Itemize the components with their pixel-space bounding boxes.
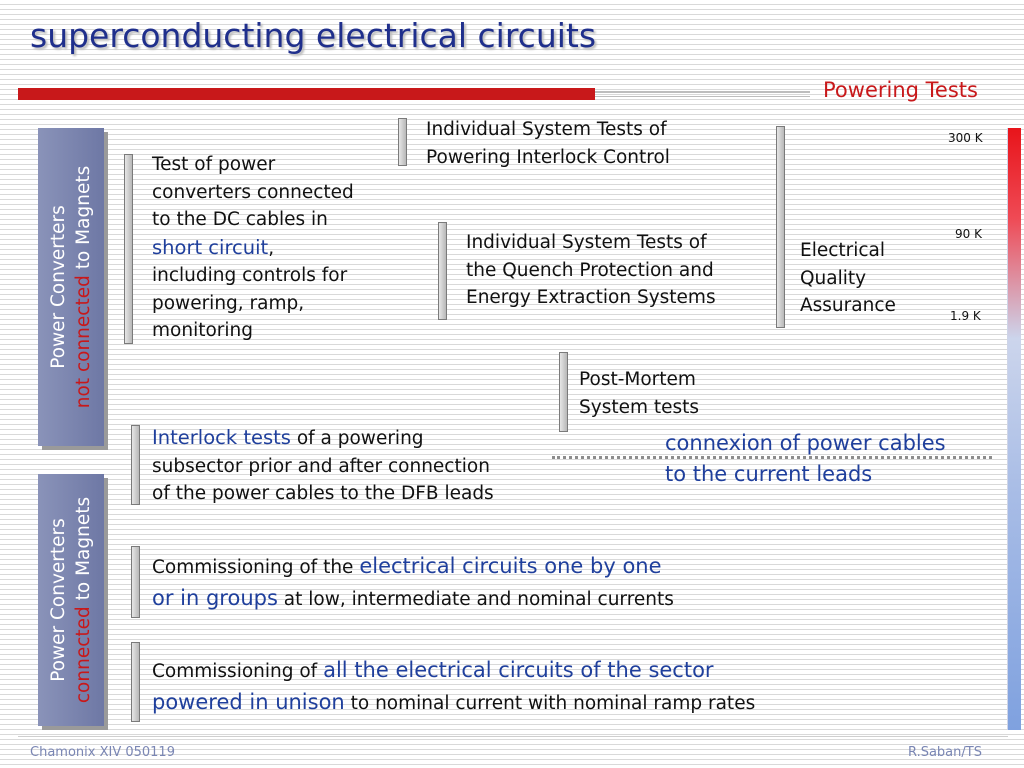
panel-connected: Power Converters connected to Magnets bbox=[38, 474, 104, 726]
text-line: Energy Extraction Systems bbox=[466, 287, 716, 308]
panel-label-rest: to Magnets bbox=[73, 165, 94, 276]
text-line: Powering Interlock Control bbox=[426, 146, 670, 168]
text-line: to the DC cables in bbox=[152, 209, 328, 230]
text-line: converters connected bbox=[152, 181, 354, 203]
bracket-interlock bbox=[131, 425, 140, 505]
bracket-unison bbox=[131, 642, 140, 722]
text-line: monitoring bbox=[152, 320, 253, 341]
eqa-text: Electrical Quality Assurance bbox=[800, 237, 896, 320]
qps-tests-text: Individual System Tests of the Quench Pr… bbox=[466, 229, 716, 312]
text-line: connexion of power cables bbox=[665, 431, 946, 455]
title-underline-bar bbox=[18, 88, 595, 100]
one-by-one-text: Commissioning of the electrical circuits… bbox=[152, 551, 674, 615]
panel-label-highlight: connected bbox=[73, 606, 94, 704]
highlight-text: Interlock tests bbox=[152, 426, 291, 449]
highlight-text: or in groups bbox=[152, 586, 278, 610]
temperature-gradient-bar bbox=[1007, 128, 1021, 730]
title-rule-thin bbox=[595, 96, 810, 97]
connexion-text: connexion of power cables to the current… bbox=[665, 428, 946, 490]
footer-left: Chamonix XIV 050119 bbox=[30, 745, 175, 760]
bracket-one-by-one bbox=[131, 546, 140, 618]
text-fragment: to nominal current with nominal ramp rat… bbox=[344, 693, 756, 714]
text-line: including controls for bbox=[152, 265, 348, 286]
panel-not-connected: Power Converters not connected to Magnet… bbox=[38, 128, 104, 446]
text-line: Test of power bbox=[152, 154, 276, 175]
highlight-text: all the electrical circuits of the secto… bbox=[323, 658, 714, 682]
temperature-label: 90 K bbox=[955, 227, 982, 241]
text-fragment: at low, intermediate and nominal current… bbox=[277, 589, 674, 610]
panel-label-highlight: not connected bbox=[73, 275, 94, 409]
text-line: Electrical bbox=[800, 240, 886, 261]
highlight-text: electrical circuits one by one bbox=[359, 554, 662, 578]
bracket-eqa bbox=[776, 126, 785, 328]
pic-tests-text: Individual System Tests of Powering Inte… bbox=[426, 116, 670, 171]
bracket-short-circuit bbox=[124, 154, 133, 344]
panel-label-line1: Power Converters bbox=[48, 205, 69, 369]
interlock-tests-text: Interlock tests of a powering subsector … bbox=[152, 424, 494, 508]
connexion-divider bbox=[552, 456, 992, 459]
text-line: the Quench Protection and bbox=[466, 259, 714, 281]
text-line: Individual System Tests of bbox=[466, 232, 707, 253]
short-circuit-text: Test of power converters connected to th… bbox=[152, 151, 354, 345]
text-line: subsector prior and after connection bbox=[152, 455, 490, 477]
slide-title: superconducting electrical circuits bbox=[30, 16, 597, 55]
text-line: of the power cables to the DFB leads bbox=[152, 483, 494, 504]
temperature-label: 300 K bbox=[948, 131, 983, 145]
text-line: Individual System Tests of bbox=[426, 119, 667, 140]
text-line: to the current leads bbox=[665, 462, 873, 486]
temperature-label: 1.9 K bbox=[950, 309, 981, 323]
unison-text: Commissioning of all the electrical circ… bbox=[152, 655, 755, 719]
text-fragment: Commissioning of bbox=[152, 661, 324, 682]
bracket-pic bbox=[398, 118, 407, 166]
bracket-post-mortem bbox=[559, 352, 568, 432]
text-line: Post-Mortem bbox=[579, 369, 696, 390]
bracket-qps bbox=[438, 222, 447, 320]
text-line: System tests bbox=[579, 396, 700, 418]
text-fragment: Commissioning of the bbox=[152, 557, 360, 578]
highlight-text: short circuit bbox=[152, 235, 269, 259]
footer-rule bbox=[18, 736, 1008, 737]
title-rule bbox=[595, 91, 810, 93]
panel-label-rest: to Magnets bbox=[73, 496, 94, 607]
text-fragment: of a powering bbox=[290, 428, 424, 449]
text-line: Quality bbox=[800, 267, 867, 289]
panel-label-line1: Power Converters bbox=[48, 518, 69, 682]
highlight-text: powered in unison bbox=[152, 690, 345, 714]
text-line: Assurance bbox=[800, 295, 896, 316]
footer-right: R.Saban/TS bbox=[908, 745, 982, 760]
text-line: powering, ramp, bbox=[152, 292, 305, 314]
text-fragment: , bbox=[268, 237, 275, 259]
post-mortem-text: Post-Mortem System tests bbox=[579, 366, 699, 421]
slide-subtitle: Powering Tests bbox=[823, 78, 978, 102]
